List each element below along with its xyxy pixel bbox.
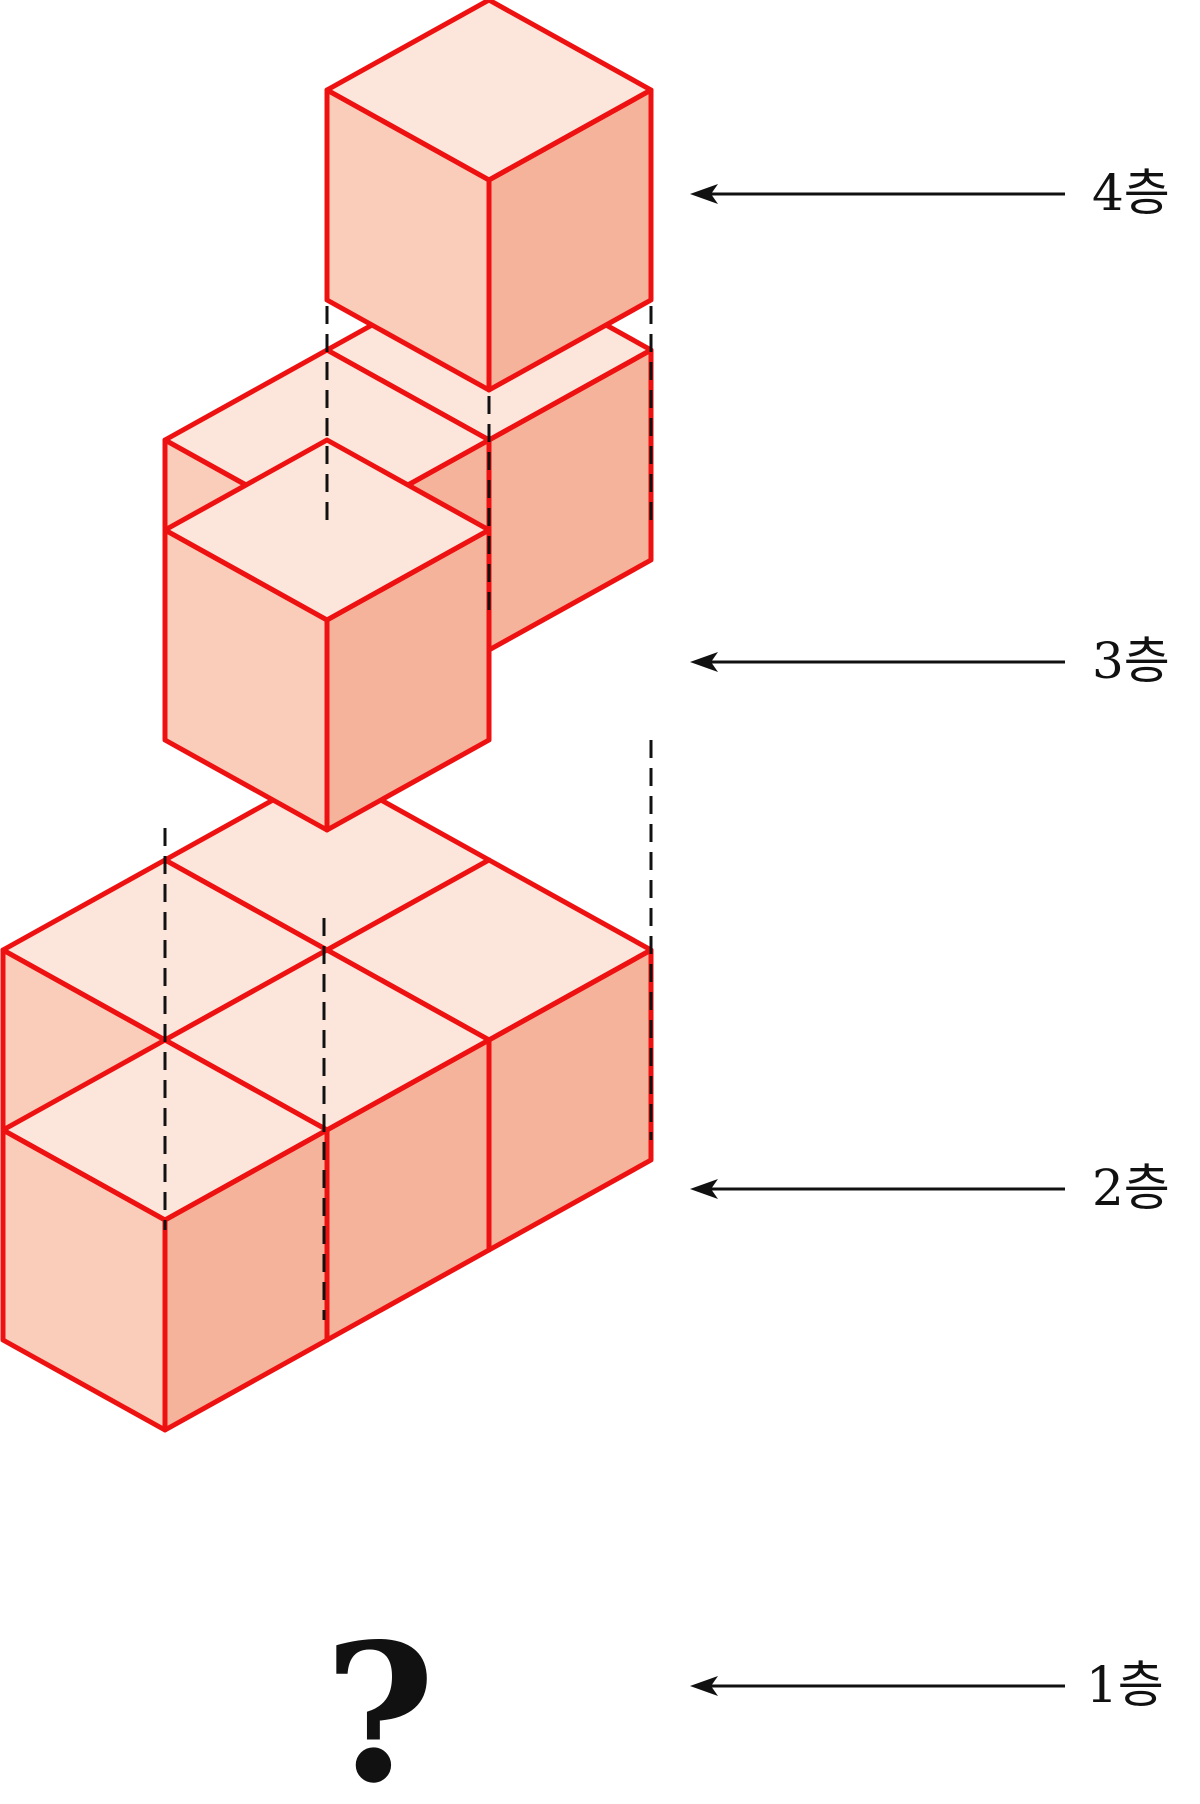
cube-right-face xyxy=(489,950,651,1250)
cube-edge xyxy=(162,1127,330,1433)
cube-right-face xyxy=(327,1040,489,1340)
cube-right-face xyxy=(489,90,651,390)
layer-label-4: 4층 xyxy=(1092,164,1170,222)
layer-arrows xyxy=(690,184,1065,1696)
cube xyxy=(0,1037,330,1433)
cube-right-face xyxy=(327,530,489,830)
layer-4-cubes xyxy=(324,0,654,393)
cube-left-face xyxy=(165,530,327,830)
cube-right-face xyxy=(165,1130,327,1430)
dashed-guides xyxy=(163,306,653,1320)
arrow-layer-4 xyxy=(690,184,1065,204)
layer-2-cubes xyxy=(0,767,654,1433)
arrow-layer-1 xyxy=(690,1676,1065,1696)
arrow-layer-2 xyxy=(690,1179,1065,1199)
layer-label-3: 3층 xyxy=(1092,632,1170,690)
cube-left-face xyxy=(3,1130,165,1430)
cube-edge xyxy=(486,87,654,393)
layer-label-2: 2층 xyxy=(1092,1159,1170,1217)
arrow-layer-3 xyxy=(690,652,1065,672)
question-mark: ? xyxy=(324,1602,435,1804)
cube xyxy=(324,0,654,393)
cube-edge xyxy=(324,527,492,833)
cube-right-face xyxy=(489,350,651,650)
cube xyxy=(162,437,492,833)
cube-left-face xyxy=(327,90,489,390)
layer-label-1: 1층 xyxy=(1086,1656,1164,1714)
